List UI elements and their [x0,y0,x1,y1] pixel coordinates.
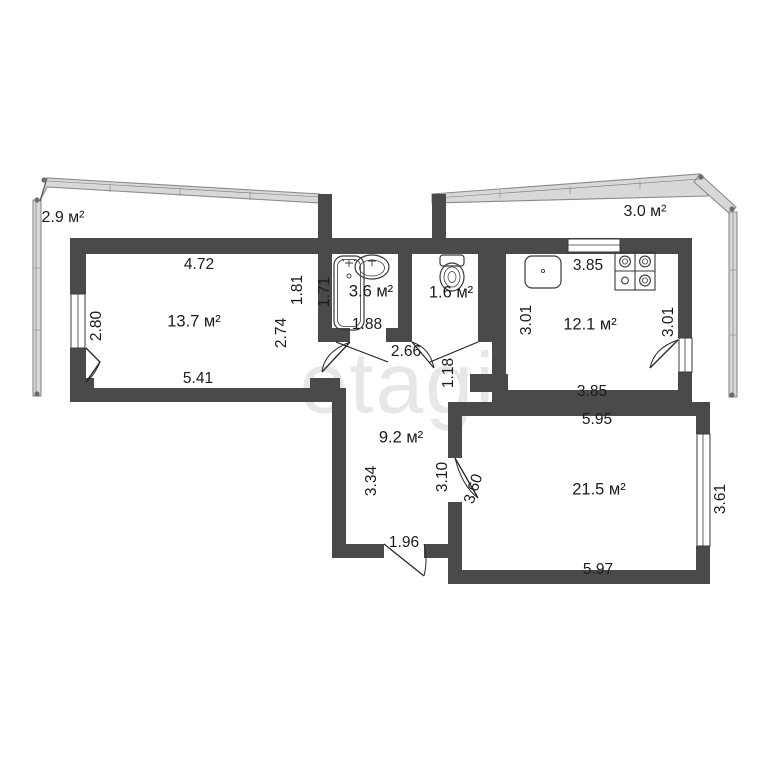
dim-2-80: 2.80 [88,311,105,342]
dim-5-41: 5.41 [183,370,213,387]
dimension-labels: 4.72 5.41 2.80 2.74 1.81 1.71 1.88 2.66 … [88,256,729,578]
dim-1-88: 1.88 [352,316,382,333]
dim-4-72: 4.72 [184,256,214,273]
dim-5-97: 5.97 [583,561,613,578]
window-kitchen-side[interactable] [678,337,693,373]
door-toilet[interactable] [411,341,435,369]
dim-3-01-left: 3.01 [518,305,535,335]
wall-structure [70,194,710,584]
toilet-icon [439,254,465,292]
bedroom-area: 21.5 м² [572,480,626,498]
dim-1-96: 1.96 [389,534,419,551]
window-bedroom[interactable] [696,433,711,547]
balcony-left-area: 2.9 м² [41,209,85,226]
dim-3-85-top: 3.85 [573,257,603,274]
balcony-left-railing [32,177,321,397]
window-balcony-left[interactable] [70,293,86,349]
dim-5-95: 5.95 [582,411,612,428]
living-room-area: 13.7 м² [167,312,221,330]
dim-2-74: 2.74 [273,318,290,349]
toilet-area: 1.6 м² [429,283,474,301]
bathroom-area: 3.6 м² [349,282,394,300]
dim-2-66: 2.66 [391,343,421,360]
balcony-right-railing [431,173,738,398]
door-entrance[interactable] [383,543,427,577]
dim-3-01-right: 3.01 [660,307,677,337]
hallway-area: 9.2 м² [379,428,424,446]
room-area-labels: 2.9 м² 3.0 м² 13.7 м² 3.6 м² 1.6 м² 12.1… [41,203,667,498]
stove-icon [614,251,656,291]
door-living-room[interactable] [85,347,101,383]
door-kitchen[interactable] [649,339,679,369]
dim-3-34: 3.34 [363,466,380,497]
dim-3-85-bottom: 3.85 [577,383,607,400]
dim-1-71: 1.71 [316,277,333,307]
washbasin-icon [354,254,390,280]
dim-1-81: 1.81 [289,275,306,305]
window-kitchen[interactable] [567,238,621,253]
dim-3-10: 3.10 [434,462,451,493]
dim-3-61: 3.61 [712,484,729,514]
door-bathroom[interactable] [321,341,351,373]
dimension-leader-lines [335,341,479,363]
bathtub-icon [333,255,365,331]
dim-1-18: 1.18 [440,358,457,388]
kitchen-area: 12.1 м² [563,315,617,333]
kitchen-sink-icon [524,255,562,289]
door-bedroom[interactable] [454,457,479,499]
balcony-right-area: 3.0 м² [623,203,667,220]
